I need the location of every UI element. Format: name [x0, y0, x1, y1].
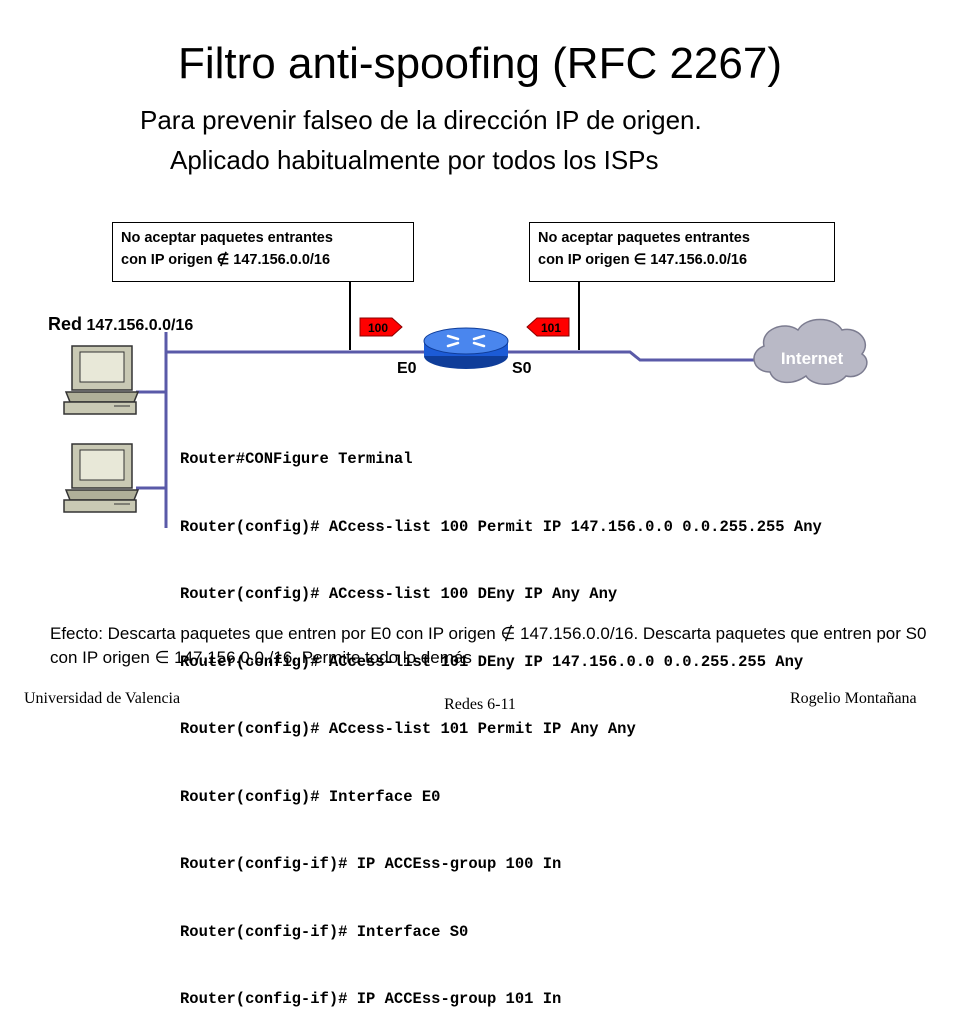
- note-inbound-prefix: con IP origen: [121, 252, 217, 268]
- internet-cloud-icon: Internet: [753, 318, 868, 385]
- element-of-symbol: ∈: [633, 252, 647, 268]
- footer-author: Rogelio Montañana: [790, 690, 917, 707]
- pc-icon-1: [63, 345, 140, 415]
- note-inbound-filter: No aceptar paquetes entrantes con IP ori…: [112, 222, 414, 282]
- network-diagram: 100 101 Internet: [63, 282, 868, 528]
- pc-icon-2: [63, 443, 140, 513]
- port-s0-label: S0: [512, 360, 532, 377]
- acl-100-arrow: 100: [359, 317, 403, 337]
- network-label-address: 147.156.0.0/16: [82, 317, 194, 334]
- config-line: Router(config)# ACcess-list 101 Permit I…: [180, 720, 636, 738]
- note-inbound-line2: con IP origen ∉ 147.156.0.0/16: [121, 249, 405, 271]
- effect-description: Efecto: Descarta paquetes que entren por…: [50, 624, 927, 667]
- port-e0-label: E0: [397, 360, 417, 377]
- acl-101-arrow: 101: [526, 317, 570, 337]
- note-inbound-line1: No aceptar paquetes entrantes: [121, 230, 333, 246]
- subtitle-line-2: Aplicado habitualmente por todos los ISP…: [170, 145, 659, 175]
- config-line: Router#CONFigure Terminal: [180, 450, 413, 468]
- config-line: Router(config)# ACcess-list 100 DEny IP …: [180, 585, 618, 603]
- footer-institution: Universidad de Valencia: [24, 690, 181, 707]
- cloud-label: Internet: [781, 349, 844, 368]
- network-label: Red 147.156.0.0/16: [48, 314, 193, 335]
- note-outbound-filter: No aceptar paquetes entrantes con IP ori…: [529, 222, 835, 282]
- acl-101-label: 101: [541, 321, 561, 335]
- acl-100-label: 100: [368, 321, 388, 335]
- config-line: Router(config)# ACcess-list 100 Permit I…: [180, 517, 822, 536]
- config-line: Router(config-if)# IP ACCEss-group 101 I…: [180, 990, 562, 1008]
- config-line: Router(config)# ACcess-list 101 DEny IP …: [180, 652, 804, 671]
- footer-slide-number: Redes 6-11: [444, 696, 516, 713]
- config-line: Router(config)# Interface E0: [180, 787, 441, 806]
- note-outbound-line1: No aceptar paquetes entrantes: [538, 230, 750, 246]
- page-title: Filtro anti-spoofing (RFC 2267): [177, 39, 782, 88]
- note-outbound-line2: con IP origen ∈ 147.156.0.0/16: [538, 249, 826, 271]
- note-outbound-network: 147.156.0.0/16: [646, 252, 748, 268]
- note-outbound-prefix: con IP origen: [538, 252, 634, 268]
- router-config-listing: Router#CONFigure Terminal Router(config)…: [180, 403, 822, 1033]
- note-inbound-network: 147.156.0.0/16: [229, 252, 331, 268]
- subtitle-line-1: Para prevenir falseo de la dirección IP …: [140, 105, 702, 135]
- config-line: Router(config-if)# Interface S0: [180, 922, 469, 941]
- router-icon: [423, 327, 509, 369]
- router-internet-link: [500, 350, 760, 362]
- not-element-of-symbol: ∉: [216, 252, 230, 268]
- config-line: Router(config-if)# IP ACCEss-group 100 I…: [180, 855, 562, 873]
- network-label-prefix: Red: [48, 314, 83, 334]
